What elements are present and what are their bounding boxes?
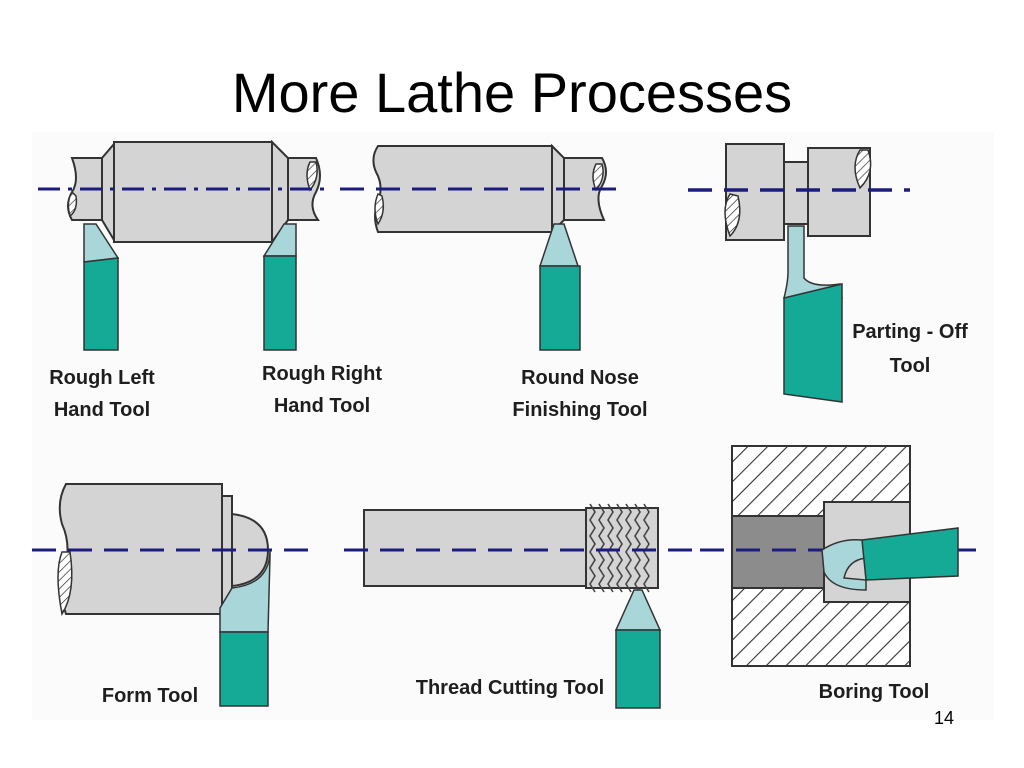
workpiece-left-shaft-end-hatch — [67, 190, 78, 218]
rough-left-tool-body — [83, 257, 119, 351]
page-number: 14 — [934, 708, 955, 728]
thread-lines — [589, 503, 650, 593]
boring-tool-bar — [861, 527, 959, 581]
workpiece-thread-shaft — [363, 509, 587, 587]
label-boring-tool: Boring Tool — [819, 681, 930, 703]
label-parting-off-line2: Tool — [890, 355, 931, 377]
label-parting-off-line1: Parting - Off — [852, 321, 968, 343]
boring-bore-inner — [731, 515, 825, 589]
rough-hand-tools-group — [38, 139, 324, 351]
boring-tool-group — [700, 445, 984, 667]
form-tool-group — [32, 483, 316, 707]
thread-cutting-tool-tip — [614, 589, 662, 631]
form-tool-tip — [219, 549, 271, 633]
workpiece-parting-left-hatch — [724, 193, 741, 238]
round-nose-tool-body — [539, 265, 581, 351]
workpiece-parting-right-hatch — [854, 149, 872, 190]
label-rough-right-line1: Rough Right — [262, 363, 382, 385]
thread-cutting-tool-body — [615, 629, 661, 709]
label-thread-cutting-tool: Thread Cutting Tool — [416, 677, 605, 699]
parting-off-group — [688, 143, 910, 403]
label-round-nose-line2: Finishing Tool — [512, 399, 647, 421]
boring-tool-tip — [821, 538, 867, 591]
workpiece-parting-neck — [783, 161, 809, 225]
thread-cutting-group — [344, 503, 692, 709]
workpiece-round-nose-end-hatch — [374, 192, 385, 226]
round-nose-group — [340, 143, 618, 351]
workpiece-left-chamfer — [101, 141, 115, 244]
label-form-tool: Form Tool — [102, 685, 198, 707]
rough-right-tool-body — [263, 255, 297, 351]
slide-title: More Lathe Processes — [231, 61, 793, 124]
label-round-nose-line1: Round Nose — [521, 367, 639, 389]
label-rough-right-line2: Hand Tool — [274, 395, 370, 417]
parting-off-tool-body — [783, 283, 843, 403]
form-tool-body — [219, 631, 269, 707]
label-rough-left-line1: Rough Left — [49, 367, 155, 389]
label-rough-left-line2: Hand Tool — [54, 399, 150, 421]
lathe-processes-diagram: Rough Left Hand Tool Rough Right Hand To… — [32, 132, 994, 720]
workpiece-form-end-hatch — [57, 551, 73, 617]
workpiece-main-body — [113, 141, 273, 243]
